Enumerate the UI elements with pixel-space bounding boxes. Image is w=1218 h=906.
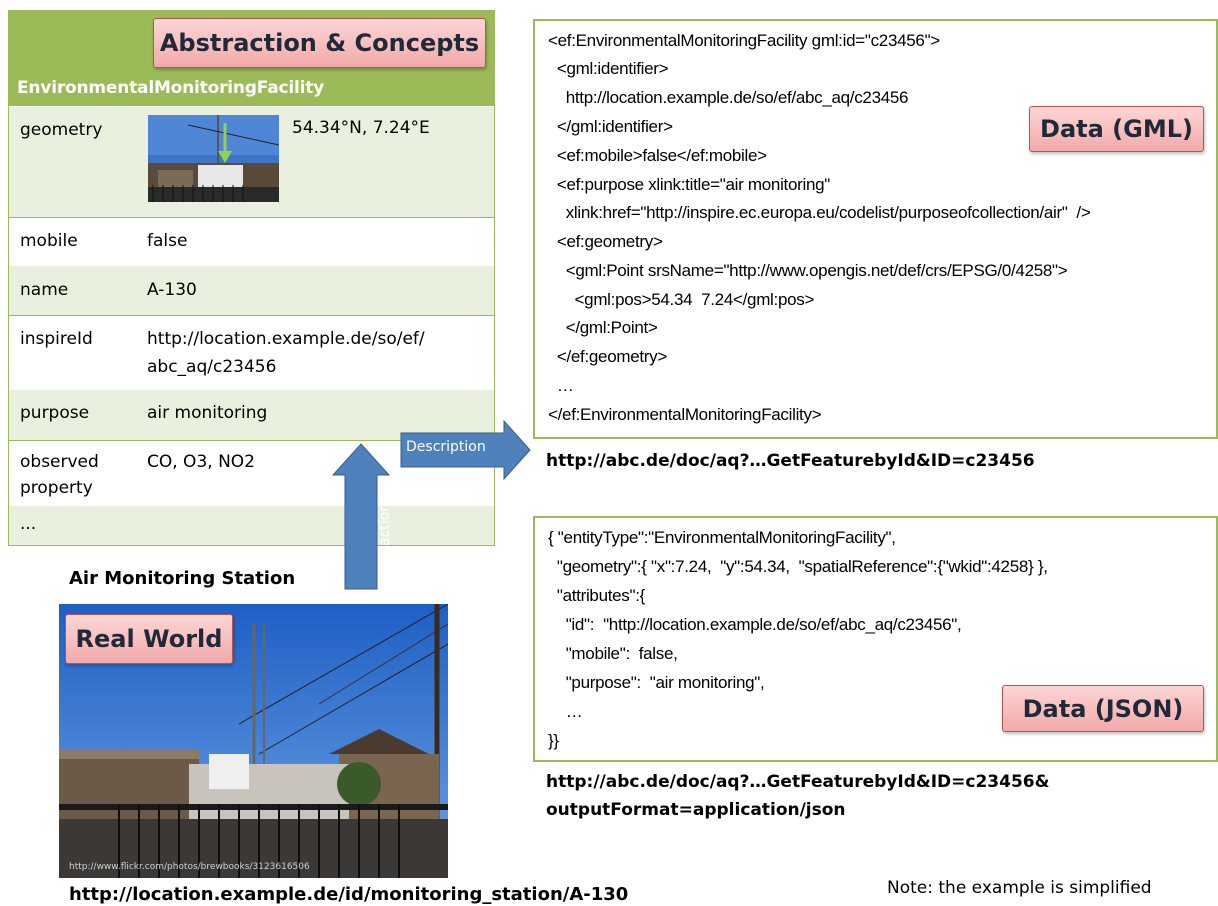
description-arrow-label: Description [406,439,486,455]
data-gml-label: Data (GML) [1029,106,1204,152]
row-inspireid: inspireId http://location.example.de/so/… [9,315,494,389]
row-key: geometry [20,120,103,140]
row-ellipsis: ... [9,505,494,545]
gml-line: </gml:Point> [548,318,658,337]
gml-line: <gml:identifier> [548,59,669,78]
station-photo: http://www.flickr.com/photos/brewbooks/3… [59,604,448,878]
json-line: "mobile": false, [548,644,678,663]
photo-credit: http://www.flickr.com/photos/brewbooks/3… [69,862,310,872]
json-line: { "entityType":"EnvironmentalMonitoringF… [548,528,896,547]
gml-request-url[interactable]: http://abc.de/doc/aq?…GetFeaturebyId&ID=… [546,451,1035,471]
row-key: ... [20,514,37,534]
row-mobile: mobile false [9,217,494,265]
class-name: EnvironmentalMonitoringFacility [17,78,325,98]
gml-line: </ef:geometry> [548,347,667,366]
gml-line: <ef:mobile>false</ef:mobile> [548,146,767,165]
station-uri[interactable]: http://location.example.de/id/monitoring… [69,884,629,905]
row-key: mobile [20,231,78,251]
row-value: air monitoring [147,403,268,423]
json-request-url-line-2[interactable]: outputFormat=application/json [546,800,846,820]
gml-line: <ef:purpose xlink:title="air monitoring" [548,175,831,194]
gml-line: <gml:Point srsName="http://www.opengis.n… [548,261,1068,280]
json-code-box: { "entityType":"EnvironmentalMonitoringF… [533,516,1218,762]
simplification-note: Note: the example is simplified [887,878,1152,898]
gml-line: http://location.example.de/so/ef/abc_aq/… [548,88,909,107]
json-line: "attributes":{ [548,586,646,605]
gml-line: </ef:EnvironmentalMonitoringFacility> [548,405,822,424]
json-request-url-line-1[interactable]: http://abc.de/doc/aq?…GetFeaturebyId&ID=… [546,772,1050,792]
gml-line: xlink:href="http://inspire.ec.europa.eu/… [548,203,1091,222]
row-value: false [147,231,188,251]
row-key: name [20,280,69,300]
json-line: "geometry":{ "x":7.24, "y":54.34, "spati… [548,557,1048,576]
row-key: inspireId [20,329,93,349]
row-purpose: purpose air monitoring [9,389,494,440]
station-title: Air Monitoring Station [69,568,296,589]
row-value: CO, O3, NO2 [147,452,255,472]
row-value-line-2: abc_aq/c23456 [147,357,277,377]
concept-table: EnvironmentalMonitoringFacility geometry [8,10,495,546]
row-geometry: geometry [9,106,494,217]
row-name: name A-130 [9,265,494,315]
gml-line: </gml:identifier> [548,117,673,136]
data-json-label: Data (JSON) [1002,685,1204,732]
gml-code-box: <ef:EnvironmentalMonitoringFacility gml:… [533,19,1218,439]
real-world-label: Real World [65,614,233,664]
description-arrow: Description [400,419,532,488]
json-line: … [548,702,583,721]
facility-thumbnail [148,115,279,202]
json-line: "id": "http://location.example.de/so/ef/… [548,615,962,634]
row-key: purpose [20,403,90,423]
row-value: A-130 [147,280,197,300]
gml-line: <gml:pos>54.34 7.24</gml:pos> [548,290,815,309]
gml-line: <ef:EnvironmentalMonitoringFacility gml:… [548,31,940,50]
geometry-coordinates: 54.34°N, 7.24°E [292,118,430,138]
gml-line: … [548,376,574,395]
abstraction-arrow-label: Abstraction [377,502,393,583]
abstraction-concepts-label: Abstraction & Concepts [153,18,486,68]
row-key-line-2: property [20,478,93,498]
gml-line: <ef:geometry> [548,232,663,251]
json-line: "purpose": "air monitoring", [548,673,765,692]
row-value-line-1: http://location.example.de/so/ef/ [147,329,425,349]
row-key-line-1: observed [20,452,99,472]
json-line: }} [548,731,559,750]
abstraction-arrow: Abstraction [331,443,393,596]
